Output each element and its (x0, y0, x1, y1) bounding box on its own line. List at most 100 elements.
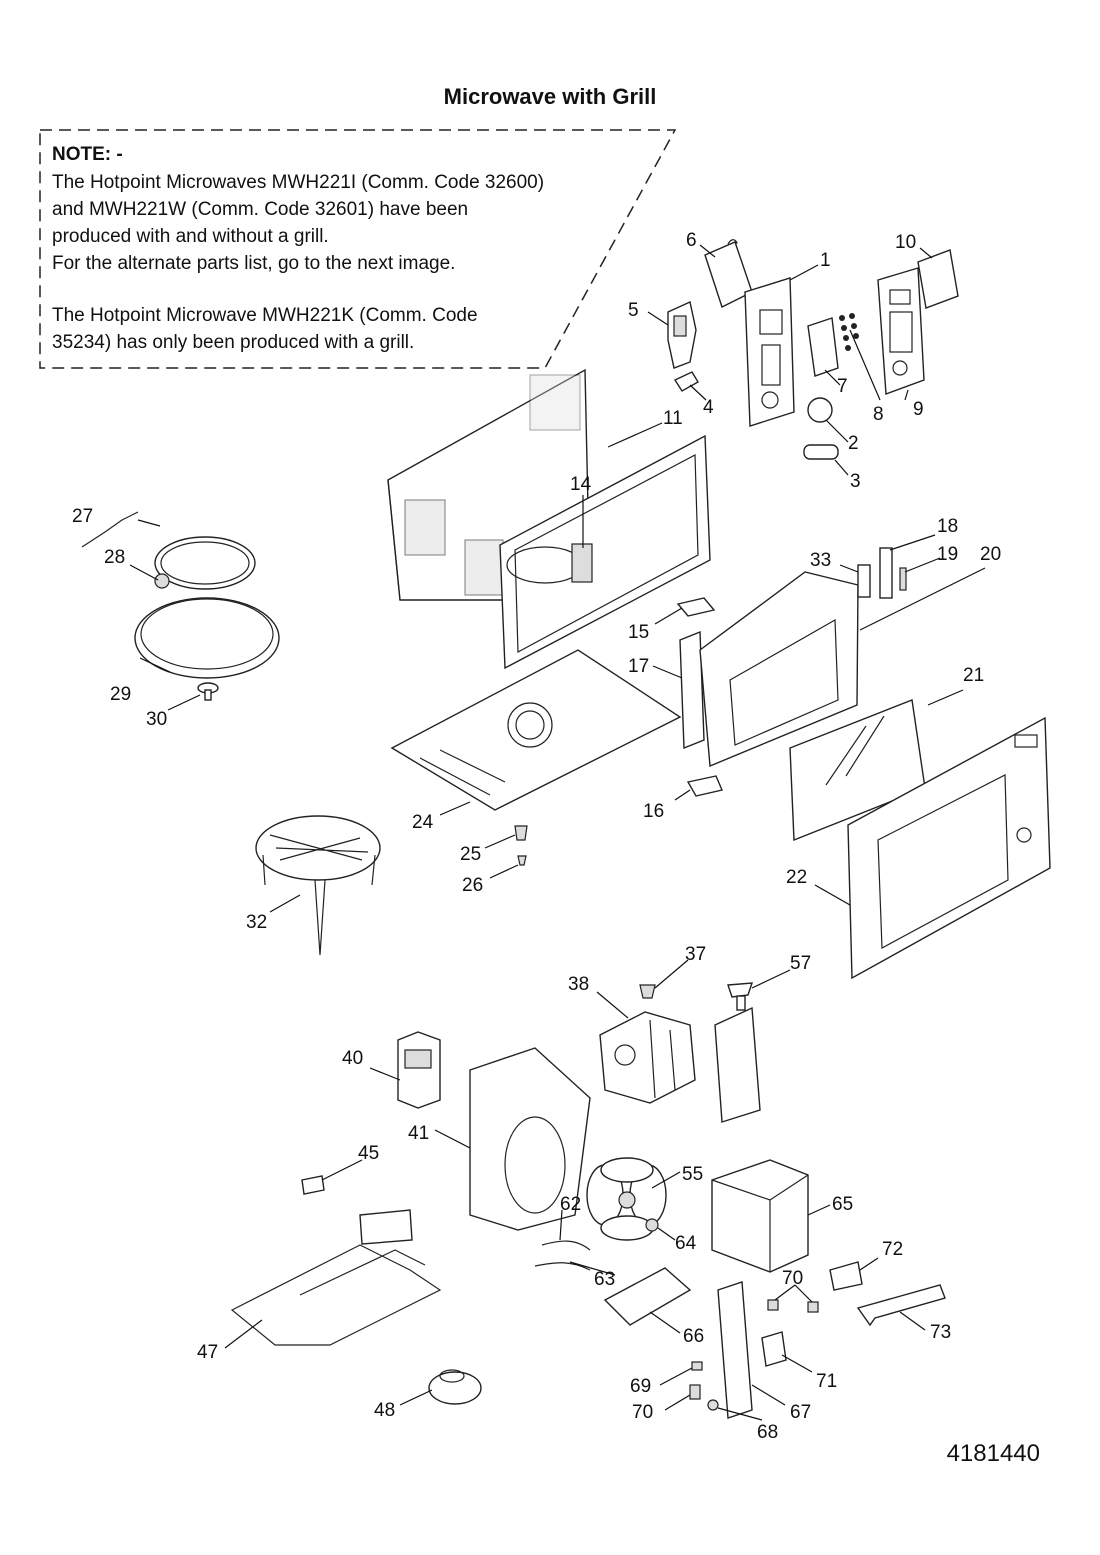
part-label: 17 (628, 656, 649, 677)
part-label: 57 (790, 953, 811, 974)
part-label: 22 (786, 867, 807, 888)
part-label: 47 (197, 1342, 218, 1363)
part-19-spring (899, 567, 907, 591)
part-label: 4 (703, 397, 714, 418)
part-17-door-frame (679, 630, 705, 750)
part-7-keypad (807, 317, 839, 377)
part-label: 26 (462, 875, 483, 896)
part-label: 72 (882, 1239, 903, 1260)
part-label: 73 (930, 1322, 951, 1343)
note-line: and MWH221W (Comm. Code 32601) have been (52, 199, 469, 220)
part-label: 65 (832, 1194, 853, 1215)
part-11-cavity (387, 368, 711, 670)
part-label: 14 (570, 474, 592, 495)
magnetron-bracket (714, 1006, 761, 1123)
part-label: 69 (630, 1376, 651, 1397)
part-label: 29 (110, 684, 131, 705)
part-label: 37 (685, 944, 706, 965)
part-26-screw (517, 855, 527, 866)
part-67-interlock-board (717, 1281, 753, 1419)
part-label: 11 (663, 408, 683, 429)
part-label: 25 (460, 844, 481, 865)
part-label: 67 (790, 1402, 811, 1423)
part-label: 24 (412, 812, 434, 833)
note-line: 35234) has only been produced with a gri… (52, 332, 415, 353)
note-line: For the alternate parts list, go to the … (52, 253, 456, 274)
part-label: 41 (408, 1123, 429, 1144)
part-72-switch (829, 1261, 863, 1291)
part-29-glass-tray (134, 597, 280, 679)
part-label: 55 (682, 1164, 703, 1185)
part-label: 5 (628, 300, 639, 321)
part-label: 66 (683, 1326, 704, 1347)
part-label: 30 (146, 709, 167, 730)
part-label: 7 (837, 376, 848, 397)
note-box (39, 129, 677, 369)
part-4-bracket (673, 371, 699, 392)
part-38-magnetron (599, 1011, 696, 1104)
part-70-switch (689, 1384, 701, 1400)
part-label: 2 (848, 433, 859, 454)
part-label: 62 (560, 1194, 581, 1215)
part-label: 48 (374, 1400, 395, 1421)
part-3-button (803, 444, 839, 460)
part-label: 21 (963, 665, 984, 686)
part-65-transformer (711, 1159, 809, 1273)
part-20-inner-door (699, 571, 859, 768)
part-40-fan-motor (397, 1031, 441, 1109)
part-label: 16 (643, 801, 664, 822)
part-label: 27 (72, 506, 93, 527)
part-15-latch (676, 597, 716, 617)
part-69-switch (691, 1361, 703, 1371)
part-label: 70 (632, 1402, 653, 1423)
part-27-roller-ring (81, 511, 256, 590)
drawing-number: 4181440 (946, 1440, 1040, 1467)
diagram-title: Microwave with Grill (443, 84, 657, 109)
part-28-roller (154, 573, 170, 589)
part-5-switch-assembly (667, 301, 697, 369)
part-label: 10 (895, 232, 916, 253)
part-label: 9 (913, 399, 924, 420)
part-33-latch-hook (857, 564, 871, 598)
part-label: 1 (820, 250, 831, 271)
part-label: 63 (594, 1269, 615, 1290)
part-label: 20 (980, 544, 1001, 565)
part-41-chassis (469, 1047, 591, 1231)
part-66-capacitor (603, 1267, 692, 1326)
part-47-grill-element (230, 1209, 442, 1346)
part-55-fan-blade (586, 1157, 667, 1241)
part-9-front-panel (877, 267, 925, 395)
part-45-thermal-fuse (301, 1175, 325, 1195)
part-label: 32 (246, 912, 267, 933)
part-label: 33 (810, 550, 831, 571)
part-70-switch-upper-b (807, 1301, 819, 1313)
part-label: 6 (686, 230, 697, 251)
note-line: The Hotpoint Microwaves MWH221I (Comm. C… (52, 172, 545, 193)
part-25-foot (514, 825, 528, 841)
part-label: 19 (937, 544, 958, 565)
note-heading: NOTE: - (52, 144, 123, 165)
part-label: 38 (568, 974, 589, 995)
part-18-door-hook (879, 547, 893, 599)
part-30-coupler (197, 682, 219, 701)
part-63-wire (534, 1262, 591, 1271)
part-32-grill-rack (255, 815, 381, 956)
leader-lines (129, 244, 986, 1421)
part-24-base-plate (390, 649, 682, 811)
part-1-control-panel (744, 277, 795, 427)
part-label: 28 (104, 547, 125, 568)
part-label: 15 (628, 622, 649, 643)
part-57-sensor (727, 982, 753, 1011)
part-label: 8 (873, 404, 884, 425)
part-64-nut (645, 1218, 659, 1232)
part-label: 64 (675, 1233, 697, 1254)
part-label: 40 (342, 1048, 363, 1069)
part-label: 68 (757, 1422, 778, 1443)
part-label: 18 (937, 516, 958, 537)
part-label: 71 (816, 1371, 837, 1392)
part-labels: 6 1 10 5 4 2 3 7 8 9 11 14 27 28 29 30 1… (72, 230, 1001, 1443)
note-line: produced with and without a grill. (52, 226, 329, 247)
part-22-outer-frame (847, 716, 1051, 980)
part-48-thermostat (428, 1369, 482, 1405)
